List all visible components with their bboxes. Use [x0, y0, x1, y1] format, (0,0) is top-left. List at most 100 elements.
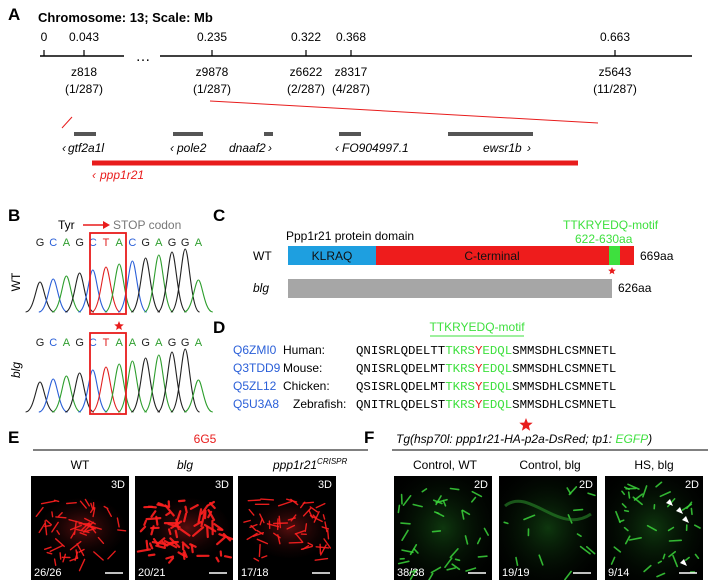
chromatogram-peak — [183, 279, 214, 313]
micrograph-signal — [499, 476, 597, 580]
gene-label-gtf2a1l: gtf2a1l — [68, 141, 104, 155]
c-terminal-domain — [376, 246, 609, 265]
chromatogram-peak — [170, 248, 201, 313]
arrowhead-icon — [666, 499, 673, 506]
base-letter: A — [63, 237, 71, 249]
base-letter: A — [129, 337, 137, 349]
panel-f: F Tg(hsp70l: ppp1r21-HA-p2a-DsRed; tp1: … — [364, 428, 708, 580]
uniprot-accession[interactable]: Q5U3A8 — [233, 397, 279, 411]
mutation-arrow-icon — [103, 221, 110, 229]
base-letter: C — [128, 237, 136, 249]
micrograph-signal — [35, 498, 127, 572]
chromosome-title: Chromosome: 13; Scale: Mb — [38, 10, 213, 25]
chromatogram-peak — [104, 263, 134, 313]
species-label: Zebrafish: — [293, 397, 346, 411]
marker-name: z818 — [71, 65, 97, 79]
view-label: 3D — [111, 479, 125, 491]
stop-codon-label: STOP codon — [113, 218, 181, 232]
chromatogram-peak — [157, 351, 187, 413]
chromatogram-peak — [91, 366, 121, 413]
base-letter: A — [63, 337, 71, 349]
tyr-label: Tyr — [58, 218, 75, 232]
ruler-position: 0.322 — [291, 30, 321, 44]
uniprot-accession[interactable]: Q5ZL12 — [233, 379, 277, 393]
chromatogram-peak — [38, 378, 68, 413]
marker-name: z9878 — [196, 65, 229, 79]
chromatogram-peak — [25, 381, 55, 413]
base-letter: A — [195, 337, 203, 349]
sample-count: 9/14 — [608, 567, 629, 579]
alignment-sequence: QSISRLQDELMTTKRSYEDQLSMMSDHLCSMNETL — [356, 380, 616, 394]
uniprot-accession[interactable]: Q6ZMI0 — [233, 343, 277, 357]
sample-count: 19/19 — [502, 567, 530, 579]
ruler-position: 0.043 — [69, 30, 99, 44]
base-letter: A — [155, 337, 163, 349]
chromatogram-peak — [78, 369, 108, 413]
condition-wt-label: WT — [71, 458, 90, 472]
base-letter: T — [103, 337, 110, 349]
alignment-sequence: QNITRLQDELSTTKRSYEDQLSMMSDHLCSMNETL — [356, 398, 616, 412]
motif-domain — [609, 246, 620, 265]
mutation-star-icon — [114, 321, 124, 330]
gene-arrow-gtf2a1l: ‹ — [62, 141, 66, 155]
marker-recombinants: (1/287) — [193, 82, 231, 96]
panel-e-letter: E — [8, 428, 19, 447]
chromatogram-peak — [183, 379, 214, 413]
base-letter: C — [49, 237, 57, 249]
chromatogram-peak — [51, 375, 82, 413]
view-label: 3D — [215, 479, 229, 491]
blg-length: 626aa — [618, 281, 652, 295]
view-label: 2D — [685, 479, 699, 491]
target-gene-arrow: ‹ — [92, 168, 96, 182]
condition-blg-label: blg — [177, 458, 193, 472]
panel-d-letter: D — [213, 318, 225, 337]
chromatogram-peak — [38, 278, 68, 313]
construct-label: Tg(hsp70l: ppp1r21-HA-p2a-DsRed; tp1: EG… — [396, 432, 652, 446]
zoom-line-right — [209, 100, 599, 124]
klraq-domain — [288, 246, 376, 265]
alignment-sequence: QNISRLQDELMTTKRSYEDQLSMMSDHLCSMNETL — [356, 362, 616, 376]
base-letter: G — [36, 337, 45, 349]
arrowhead-icon — [682, 516, 689, 523]
base-letter: G — [168, 337, 177, 349]
chromatogram-peak — [104, 363, 134, 413]
wt-chromatogram — [25, 248, 214, 313]
micrograph-signal — [394, 476, 492, 580]
wt-row-label: WT — [9, 272, 23, 291]
base-letter: G — [181, 237, 190, 249]
view-label: 2D — [579, 479, 593, 491]
chromatogram-peak — [157, 251, 187, 313]
base-letter: G — [75, 337, 84, 349]
chromatogram-peak — [64, 272, 95, 313]
ruler-position: 0.235 — [197, 30, 227, 44]
chromatogram-peak — [78, 269, 108, 313]
micrograph: 2D 19/19 — [499, 476, 597, 580]
chromatogram-peak — [117, 360, 148, 413]
marker-name: z5643 — [599, 65, 632, 79]
gene-arrow-fo904997: ‹ — [335, 141, 339, 155]
species-label: Chicken: — [283, 379, 330, 393]
uniprot-accession[interactable]: Q3TDD9 — [233, 361, 281, 375]
base-letter: T — [103, 237, 110, 249]
ruler-position: 0.368 — [336, 30, 366, 44]
condition-control-blg-label: Control, blg — [519, 458, 580, 472]
base-letter: A — [195, 237, 203, 249]
ruler-ellipsis: … — [136, 48, 151, 65]
condition-crispr-label: ppp1r21CRISPR — [272, 457, 347, 472]
blg-codon-box — [89, 332, 127, 415]
chromatogram-peak — [130, 357, 161, 413]
alignment-sequence: QNISRLQDELTTTKRSYEDQLSMMSDHLCSMNETL — [356, 344, 616, 358]
gene-label-fo904997: FO904997.1 — [342, 141, 409, 155]
motif-title: TTKRYEDQ-motif — [563, 218, 659, 232]
panel-c-letter: C — [213, 206, 225, 225]
micrograph-signal — [605, 476, 703, 580]
